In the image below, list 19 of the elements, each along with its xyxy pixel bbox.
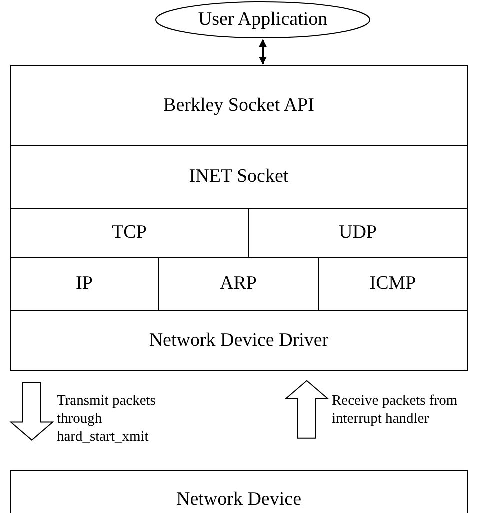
layer-box — [10, 145, 468, 209]
node-label: Network Device — [176, 489, 302, 511]
node-label: TCP — [112, 222, 147, 244]
ellipse-node — [155, 1, 371, 39]
hollow-arrow — [10, 382, 54, 441]
double-arrow — [259, 39, 267, 65]
node-label: User Application — [198, 9, 328, 31]
layer-box — [10, 65, 468, 146]
edge-label: Receive packets from interrupt handler — [332, 392, 460, 428]
node-label: ARP — [220, 273, 257, 295]
hollow-arrow — [284, 380, 330, 439]
node-label: Network Device Driver — [149, 330, 329, 352]
node-label: ICMP — [370, 273, 416, 295]
node-label: UDP — [338, 222, 377, 244]
node-label: INET Socket — [189, 166, 289, 188]
layer-box — [10, 310, 468, 371]
node-label: IP — [76, 273, 93, 295]
node-label: Berkley Socket API — [164, 94, 314, 116]
layer-box — [10, 470, 468, 513]
